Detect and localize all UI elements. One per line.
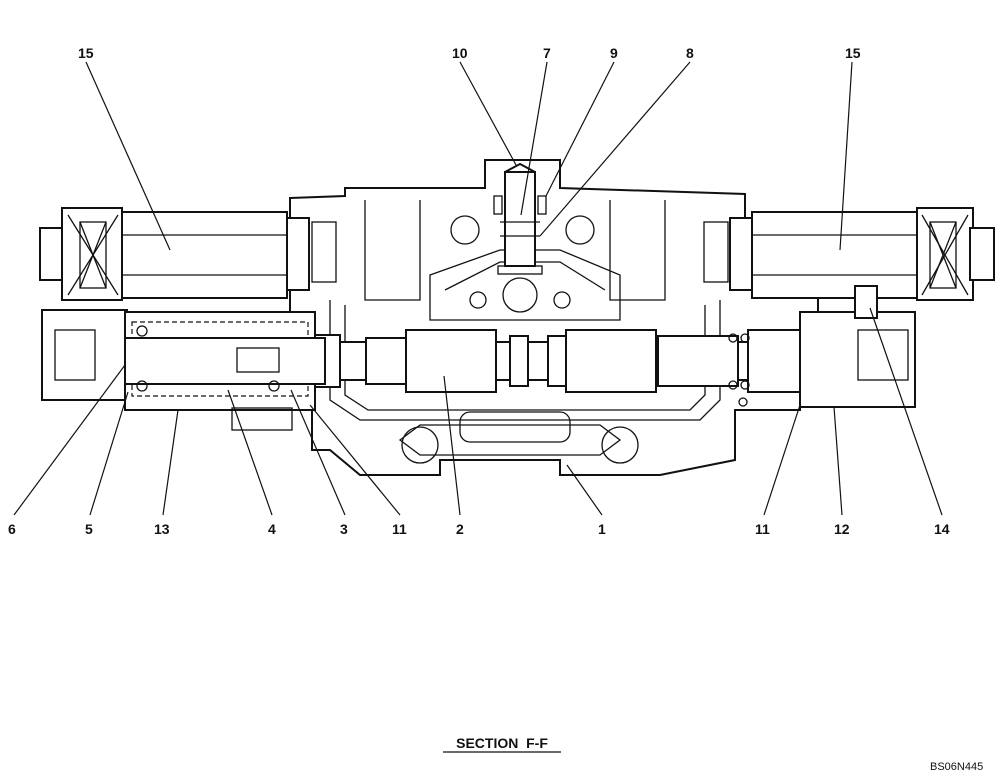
leader-9 xyxy=(545,61,615,197)
valve-body xyxy=(289,159,819,476)
right-spring-cover xyxy=(728,285,916,408)
callout-10: 10 xyxy=(452,45,468,61)
callout-5: 5 xyxy=(85,521,93,537)
section-title: SECTION F-F xyxy=(456,735,548,751)
leader-10 xyxy=(459,61,517,166)
leader-8 xyxy=(539,61,691,237)
callout-1: 1 xyxy=(598,521,606,537)
callout-9: 9 xyxy=(610,45,618,61)
leader-7 xyxy=(520,61,548,216)
leader-11-right xyxy=(763,404,801,516)
callout-8: 8 xyxy=(686,45,694,61)
leader-1 xyxy=(566,464,603,516)
leader-14 xyxy=(869,307,943,516)
leader-3 xyxy=(290,389,346,516)
callout-11-left: 11 xyxy=(392,521,407,537)
callout-labels: 15 10 7 9 8 15 6 5 13 4 3 11 2 1 11 12 1… xyxy=(8,45,950,537)
leader-12 xyxy=(833,406,843,516)
callout-7: 7 xyxy=(543,45,551,61)
top-pin-assembly xyxy=(493,162,547,275)
left-solenoid xyxy=(39,207,337,301)
callout-15-right: 15 xyxy=(845,45,861,61)
leader-11-left xyxy=(309,404,401,516)
right-solenoid xyxy=(703,207,995,301)
callout-14: 14 xyxy=(934,521,950,537)
leader-15-left xyxy=(85,61,171,251)
callout-12: 12 xyxy=(834,521,850,537)
drawing-code: BS06N445 xyxy=(930,761,983,773)
callout-15-left: 15 xyxy=(78,45,94,61)
callout-4: 4 xyxy=(268,521,276,537)
callout-3: 3 xyxy=(340,521,348,537)
leader-15-right xyxy=(839,61,853,251)
callout-6: 6 xyxy=(8,521,16,537)
leader-6 xyxy=(13,364,126,516)
callout-11-right: 11 xyxy=(755,521,770,537)
leader-5 xyxy=(89,391,129,516)
leader-lines xyxy=(13,61,943,516)
callout-2: 2 xyxy=(456,521,464,537)
leader-2 xyxy=(443,375,461,516)
leader-13 xyxy=(162,409,179,516)
callout-13: 13 xyxy=(154,521,170,537)
left-spring-cover xyxy=(41,309,326,431)
leader-4 xyxy=(227,389,273,516)
